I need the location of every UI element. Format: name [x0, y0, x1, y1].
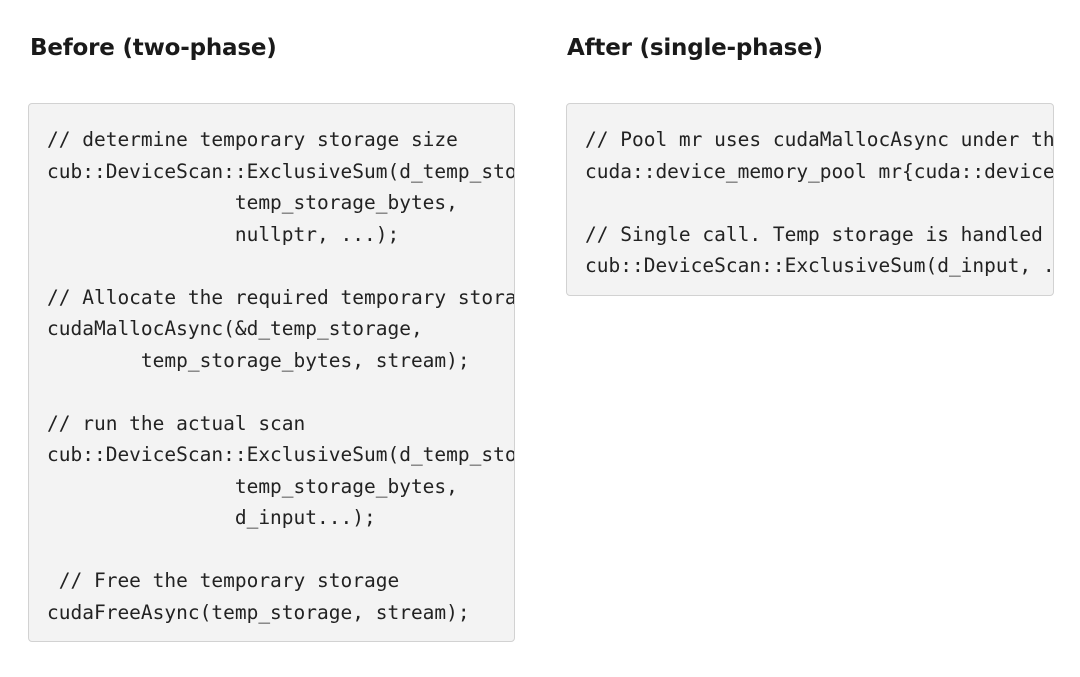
code-line: temp_storage_bytes,	[47, 474, 458, 498]
code-line	[585, 187, 1053, 219]
code-line	[47, 534, 514, 566]
code-line: // determine temporary storage size	[47, 128, 458, 151]
after-code-block: // Pool mr uses cudaMallocAsync under th…	[566, 103, 1054, 296]
code-line: cudaFreeAsync(temp_storage, stream);	[47, 600, 470, 624]
before-heading: Before (two-phase)	[30, 35, 277, 61]
code-line: // Free the temporary storage	[47, 569, 400, 592]
code-line: cub::DeviceScan::ExclusiveSum(d_temp_sto…	[47, 443, 514, 466]
code-line: // Allocate the required temporary stora…	[47, 285, 515, 309]
code-line	[47, 250, 514, 282]
code-line: temp_storage_bytes,	[47, 191, 458, 214]
code-line: cudaMallocAsync(&d_temp_storage,	[47, 317, 423, 340]
code-line: cub::DeviceScan::ExclusiveSum(d_temp_sto…	[47, 159, 514, 183]
code-line: cub::DeviceScan::ExclusiveSum(d_input, .…	[585, 254, 1054, 277]
code-line: // run the actual scan	[47, 411, 306, 435]
code-line: nullptr, ...);	[47, 222, 400, 246]
code-line: temp_storage_bytes, stream);	[47, 348, 470, 372]
code-line: // Pool mr uses cudaMallocAsync under th…	[585, 128, 1054, 151]
after-heading: After (single-phase)	[567, 35, 823, 61]
code-line: d_input...);	[47, 506, 376, 529]
code-line: // Single call. Temp storage is handled …	[585, 222, 1043, 246]
code-line	[47, 376, 514, 408]
after-code: // Pool mr uses cudaMallocAsync under th…	[585, 124, 1054, 282]
code-line: cuda::device_memory_pool mr{cuda::device…	[585, 159, 1054, 183]
